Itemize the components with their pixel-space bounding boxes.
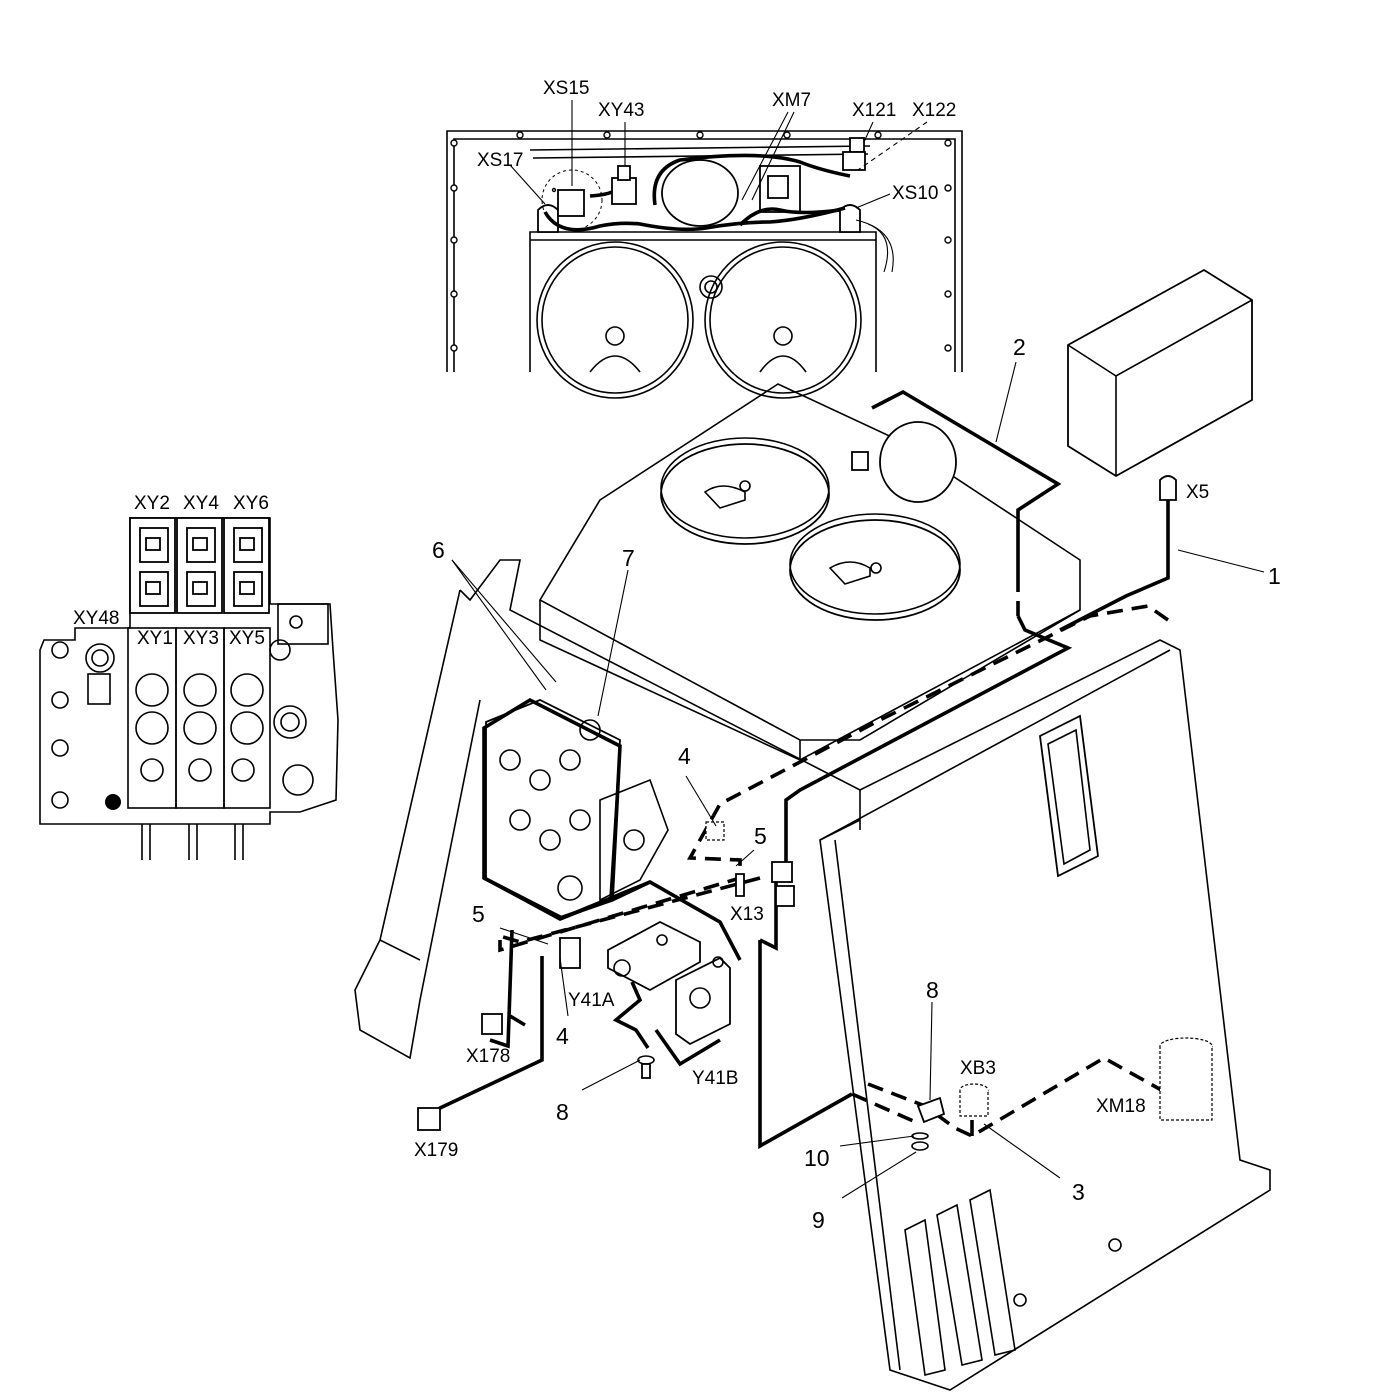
- label-xy43: XY43: [598, 100, 644, 121]
- callout-1: 1: [1268, 563, 1281, 589]
- label-xs17: XS17: [477, 150, 523, 171]
- label-x5: X5: [1186, 482, 1209, 503]
- label-x13: X13: [730, 904, 764, 925]
- connectors: [417, 475, 1213, 1151]
- label-xy3: XY3: [183, 628, 219, 649]
- callout-9: 9: [812, 1207, 825, 1233]
- label-xs10: XS10: [892, 183, 938, 204]
- callout-5-upper: 5: [754, 823, 767, 849]
- label-x178: X178: [466, 1046, 510, 1067]
- label-xy6: XY6: [233, 493, 269, 514]
- callout-5-lower: 5: [472, 901, 485, 927]
- label-xm18: XM18: [1096, 1096, 1146, 1117]
- label-xm7: XM7: [772, 90, 811, 111]
- label-x121: X121: [852, 100, 896, 121]
- label-xs15: XS15: [543, 78, 589, 99]
- leader-lines: [451, 361, 1265, 1199]
- label-xy2: XY2: [134, 493, 170, 514]
- callout-7: 7: [622, 545, 635, 571]
- callout-8-right: 8: [926, 977, 939, 1003]
- callout-8-left: 8: [556, 1099, 569, 1125]
- callout-10: 10: [804, 1145, 830, 1171]
- label-xb3: XB3: [960, 1058, 996, 1079]
- label-xy1: XY1: [137, 628, 173, 649]
- solenoid-coils: [139, 527, 263, 607]
- label-xy5: XY5: [229, 628, 265, 649]
- rivet-holes: [450, 131, 952, 352]
- label-xy4: XY4: [183, 493, 219, 514]
- harness-wires: [433, 389, 1173, 1150]
- callout-4-lower: 4: [556, 1023, 569, 1049]
- callout-4-upper: 4: [678, 743, 691, 769]
- label-y41b: Y41B: [692, 1068, 738, 1089]
- main-assembly: X5 X13 X178 X179 Y41A Y41B XB3 XM18 1 2 …: [354, 268, 1281, 1391]
- valve-block-inset: XY2 XY4 XY6 XY48 XY1 XY3 XY5: [39, 493, 339, 860]
- callout-3: 3: [1072, 1179, 1085, 1205]
- label-y41a: Y41A: [568, 990, 615, 1011]
- callout-6: 6: [432, 537, 445, 563]
- callout-2: 2: [1013, 334, 1026, 360]
- valve-spools: [499, 719, 601, 901]
- electrical-box: [1067, 268, 1253, 478]
- label-xy48: XY48: [73, 608, 119, 629]
- label-x122: X122: [912, 100, 956, 121]
- label-x179: X179: [414, 1140, 458, 1161]
- top-detail-inset: XS15 XY43 XM7 X121 X122 XS17 XS10: [446, 78, 963, 399]
